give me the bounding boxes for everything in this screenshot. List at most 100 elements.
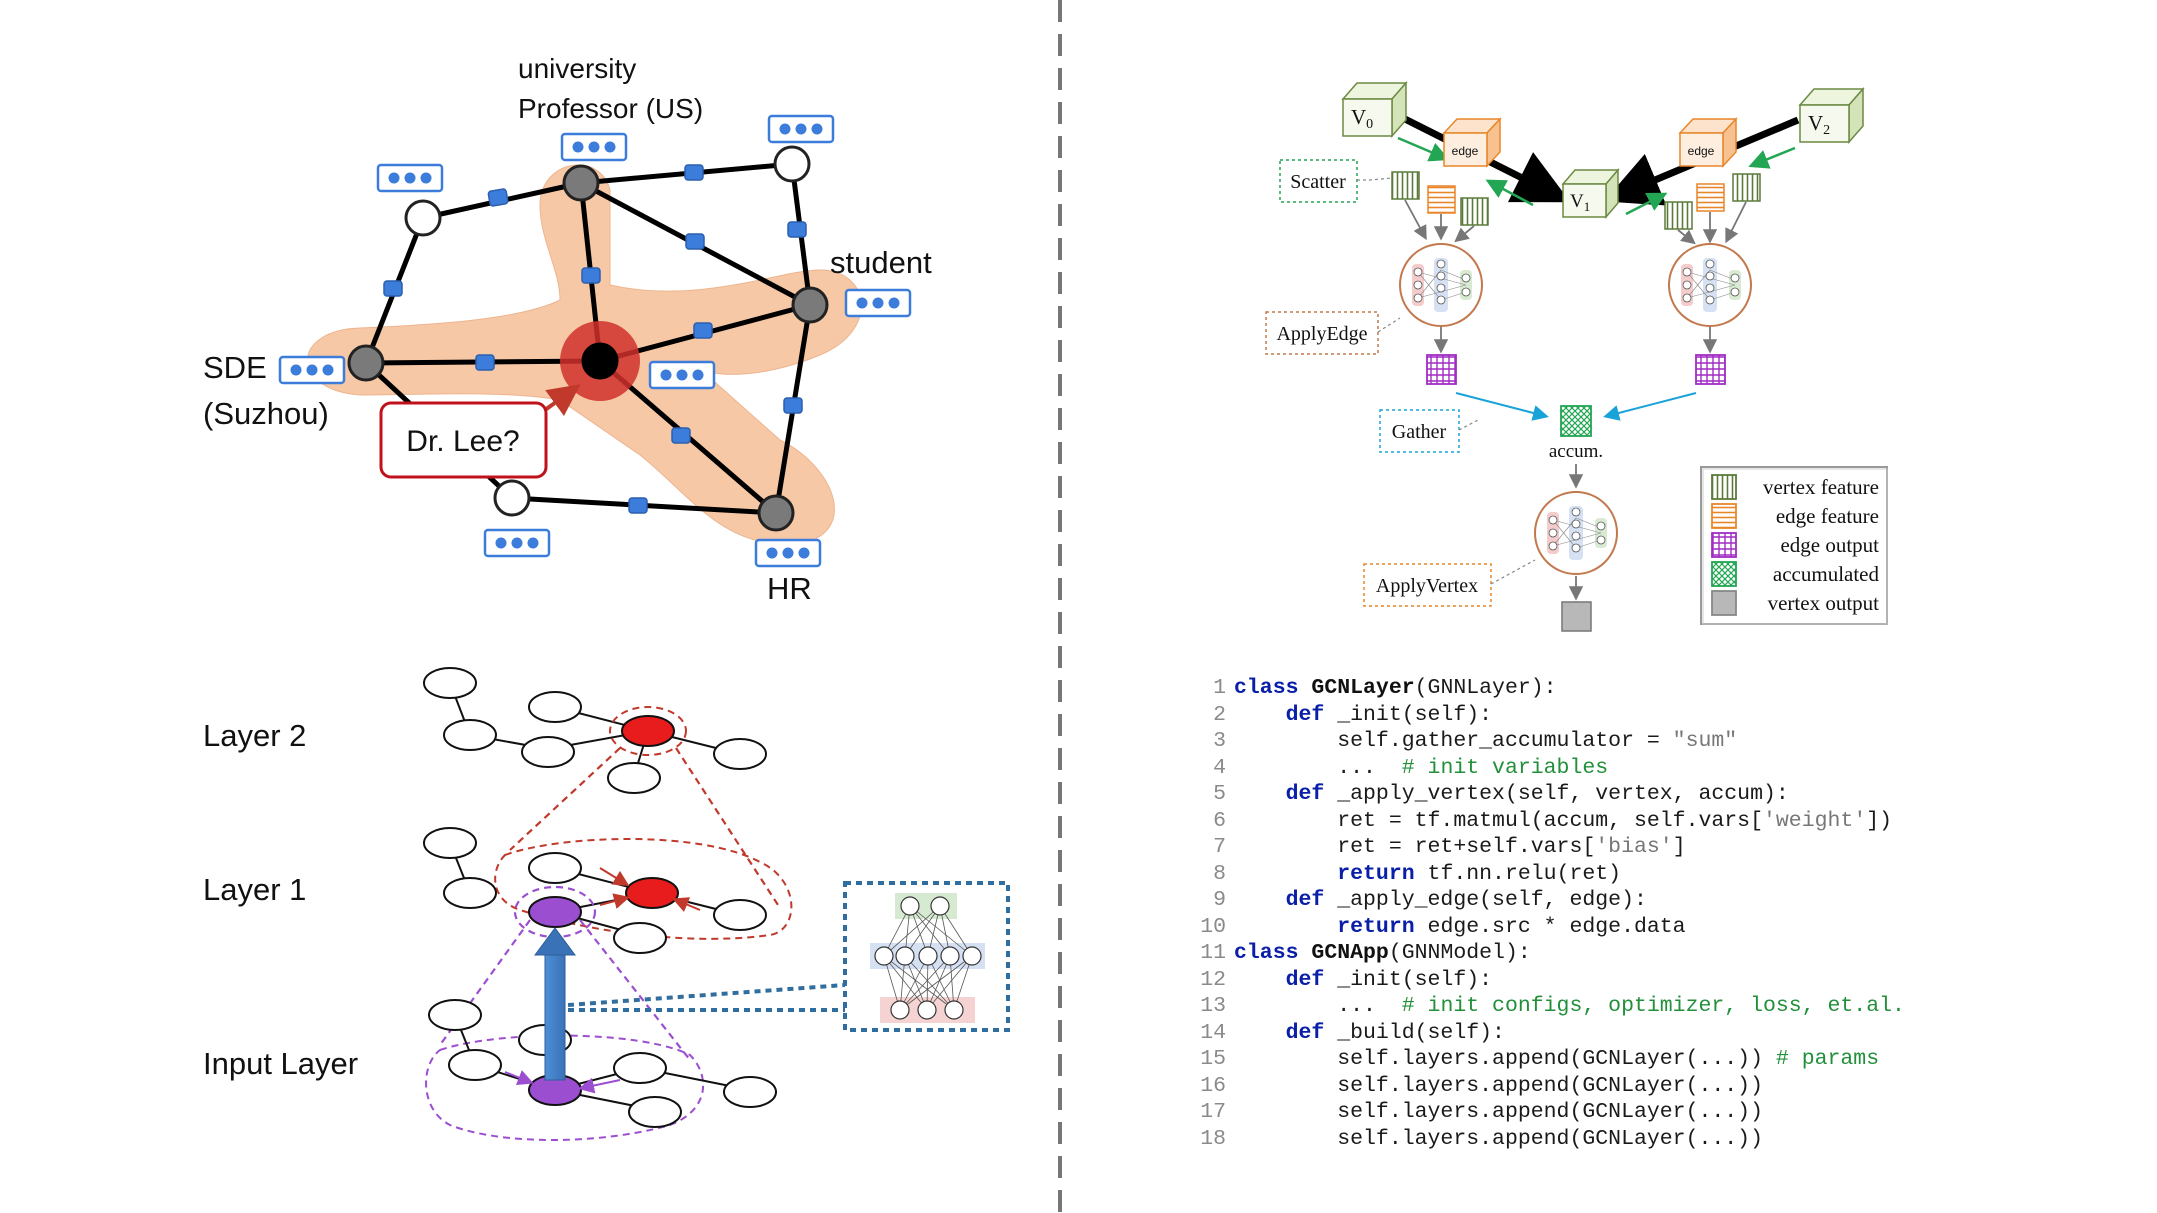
label-university: university [518, 53, 636, 84]
code-token [1234, 862, 1337, 886]
line-number: 16 [1200, 1073, 1226, 1098]
code-token: ret = tf.matmul(accum, self.vars[ [1234, 808, 1763, 833]
legend-swatch [1711, 503, 1737, 529]
legend-label: vertex output [1768, 591, 1880, 615]
sde-node [347, 344, 385, 382]
code-token: 'weight' [1763, 808, 1867, 833]
professor-node [562, 164, 600, 202]
code-token: def [1285, 702, 1338, 727]
legend-label: edge output [1780, 533, 1879, 557]
code-line: 2 def _init(self): [1180, 702, 2080, 729]
code-line: 12 def _init(self): [1180, 967, 2080, 994]
v2-cube: V2 [1798, 87, 1865, 144]
line-number: 3 [1213, 729, 1226, 753]
svg-text:V0: V0 [1351, 105, 1373, 132]
code-token: _init(self): [1337, 967, 1493, 992]
line-number: 4 [1213, 755, 1226, 780]
code-token: ... [1234, 755, 1402, 780]
code-line: 14 def _build(self): [1180, 1020, 2080, 1047]
dr-lee-node [581, 342, 619, 380]
code-token: (GNNLayer): [1414, 676, 1557, 700]
code-token: # init variables [1401, 755, 1609, 780]
svg-text:V2: V2 [1808, 111, 1830, 138]
code-token: ... [1234, 994, 1402, 1018]
line-number: 15 [1200, 1047, 1226, 1071]
code-line: 17 self.layers.append(GCNLayer(...)) [1180, 1099, 2080, 1126]
code-token: def [1285, 782, 1338, 806]
code-line: 7 ret = ret+self.vars['bias'] [1180, 834, 2080, 861]
code-token: _build(self): [1337, 1020, 1505, 1045]
code-token [1234, 782, 1286, 806]
accum-square [1560, 405, 1592, 437]
label-hr: HR [767, 571, 812, 606]
code-token [1234, 915, 1337, 939]
label-layer2: Layer 2 [203, 718, 306, 753]
line-number: 11 [1200, 941, 1226, 965]
gas-pipeline: V0 V2 V1 edge edge [1265, 81, 1888, 632]
student-node [791, 286, 829, 324]
label-professor: Professor (US) [518, 93, 703, 124]
code-line: 16 self.layers.append(GCNLayer(...)) [1180, 1073, 2080, 1100]
svg-text:edge: edge [1688, 144, 1715, 158]
svg-text:V1: V1 [1570, 191, 1590, 214]
nn-apply-edge-left [1399, 243, 1483, 327]
line-number: 7 [1213, 835, 1226, 859]
callout-text: Dr. Lee? [406, 425, 519, 458]
code-line: 18 self.layers.append(GCNLayer(...)) [1180, 1126, 2080, 1153]
code-token: return [1337, 861, 1428, 886]
code-token: self.gather_accumulator = [1234, 729, 1673, 753]
legend-label: edge feature [1776, 504, 1879, 528]
layer2-target-node [621, 715, 675, 747]
label-gather: Gather [1392, 421, 1447, 443]
hr-node [757, 494, 795, 532]
code-token: self.layers.append(GCNLayer(...)) [1234, 1126, 1763, 1151]
line-number: 5 [1213, 782, 1226, 806]
edge-cube-left: edge [1442, 117, 1502, 168]
code-token: edge.src * edge.data [1427, 914, 1686, 939]
line-number: 8 [1213, 861, 1226, 886]
legend-swatch [1711, 474, 1737, 500]
code-line: 1 class GCNLayer(GNNLayer): [1180, 675, 2080, 702]
code-token: 'bias' [1595, 835, 1673, 859]
code-token: GCNLayer [1311, 676, 1415, 700]
code-line: 6 ret = tf.matmul(accum, self.vars['weig… [1180, 808, 2080, 835]
code-token: ]) [1866, 808, 1893, 833]
line-number: 13 [1200, 994, 1226, 1018]
line-number: 9 [1213, 888, 1226, 912]
line-number: 18 [1200, 1126, 1226, 1151]
code-line: 4 ... # init variables [1180, 755, 2080, 782]
line-number: 17 [1200, 1100, 1226, 1124]
code-line: 8 return tf.nn.relu(ret) [1180, 861, 2080, 888]
line-number: 14 [1200, 1020, 1226, 1045]
code-token [1234, 888, 1286, 912]
legend-swatch [1711, 532, 1737, 558]
line-number: 10 [1200, 914, 1226, 939]
line-number: 1 [1213, 676, 1226, 700]
code-token: class [1234, 941, 1312, 965]
legend-label: vertex feature [1763, 475, 1879, 499]
label-suzhou: (Suzhou) [203, 396, 329, 431]
code-line: 3 self.gather_accumulator = "sum" [1180, 728, 2080, 755]
code-token: self.layers.append(GCNLayer(...)) [1234, 1047, 1776, 1071]
line-number: 6 [1213, 808, 1226, 833]
code-line: 5 def _apply_vertex(self, vertex, accum)… [1180, 781, 2080, 808]
nn-apply-vertex [1534, 491, 1618, 575]
code-token: ] [1672, 835, 1686, 859]
v1-cube: V1 [1561, 167, 1620, 220]
label-layer1: Layer 1 [203, 872, 306, 907]
dr-lee-callout [379, 401, 548, 479]
code-token: tf.nn.relu(ret) [1427, 861, 1622, 886]
code-token: _apply_vertex(self, vertex, accum): [1337, 782, 1789, 806]
code-token: _apply_edge(self, edge): [1337, 888, 1647, 912]
label-input-layer: Input Layer [203, 1046, 358, 1081]
social-graph: Dr. Lee? university Professor (US) stude… [203, 53, 932, 606]
code-token: return [1337, 914, 1428, 939]
feature-badges [278, 114, 912, 568]
code-token: class [1234, 676, 1312, 700]
label-sde: SDE [203, 350, 267, 385]
code-token: _init(self): [1337, 702, 1493, 727]
label-scatter: Scatter [1290, 171, 1346, 193]
